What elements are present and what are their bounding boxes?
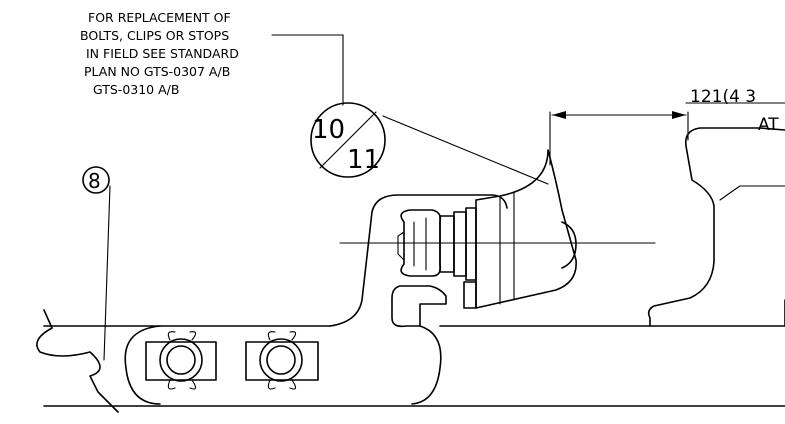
clip-assembly-left [145, 331, 217, 390]
detail-callout-circle [310, 102, 386, 178]
bolt-assembly [339, 149, 656, 309]
detail-callout: 10 11 [310, 102, 386, 178]
clip-ring-left-inner [166, 345, 196, 375]
clip-head [475, 149, 577, 309]
note-line-4: PLAN NO GTS-0307 A/B [84, 64, 230, 79]
dimension-sub-text: AT [758, 115, 779, 135]
detail-number-bottom: 11 [347, 145, 380, 175]
clip-assembly-right [245, 331, 319, 390]
note-block: FOR REPLACEMENT OF BOLTS, CLIPS OR STOPS… [80, 10, 239, 97]
break-symbol [36, 309, 119, 413]
clip-toe [561, 221, 577, 269]
sleeper-shoulder [329, 194, 508, 327]
clip-ears-left [167, 331, 197, 390]
clip-head-edges [499, 191, 515, 305]
clip-plate-left [145, 341, 217, 381]
clip-ring-left-outer [159, 338, 203, 382]
dimension-arrow-left [552, 111, 566, 119]
dimension: 121(4 3 AT [549, 87, 785, 166]
clip-ring-right-inner [266, 345, 296, 375]
nut-threads [397, 217, 427, 271]
item-leader-line [103, 185, 111, 361]
washer-3 [465, 207, 477, 281]
note-line-2: BOLTS, CLIPS OR STOPS [80, 28, 229, 43]
shim-block [463, 281, 477, 309]
detail-callout-divider [319, 111, 377, 169]
item-number: 8 [88, 169, 101, 193]
stop-block [391, 285, 447, 328]
slot-right-curve [411, 325, 442, 405]
rail-web-line [719, 185, 785, 201]
note-line-5: GTS-0310 A/B [93, 82, 179, 97]
clip-plate-right [245, 341, 319, 381]
dimension-value: 121(4 3 [690, 87, 756, 107]
washer-2 [453, 211, 467, 277]
washer-1 [439, 215, 455, 273]
rail-outline [647, 127, 785, 327]
detail-leader-line [382, 115, 549, 185]
note-line-1: FOR REPLACEMENT OF [88, 10, 231, 25]
note-leader-line [271, 34, 344, 106]
sleeper [36, 194, 785, 413]
rail-profile [647, 127, 785, 327]
slot-left-curve [124, 325, 161, 405]
dimension-arrow-right [672, 111, 686, 119]
note-line-3: IN FIELD SEE STANDARD [86, 46, 239, 61]
clip-ears-right [267, 331, 297, 390]
item-callout: 8 [82, 166, 111, 361]
detail-number-top: 10 [312, 115, 345, 145]
item-callout-circle [82, 166, 110, 194]
clip-ring-right-outer [259, 338, 303, 382]
